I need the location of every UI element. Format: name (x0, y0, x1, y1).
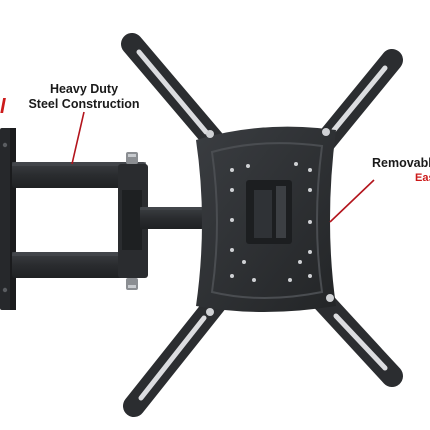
articulating-arm-upper (12, 162, 146, 188)
heavy-duty-line1: Heavy Duty (49, 82, 119, 96)
vesa-arm-slots (136, 49, 388, 401)
removable-line2: Eas (415, 172, 430, 184)
heavy-duty-callout: Heavy Duty Steel Construction (28, 82, 140, 112)
heavy-duty-line2: Steel Construction (28, 97, 140, 111)
articulating-arm-middle (140, 207, 220, 229)
leader-line-removable (329, 179, 375, 223)
articulating-arm-lower (12, 252, 146, 278)
wall-plate (0, 128, 16, 310)
edge-text-fragment: l (0, 96, 6, 118)
removable-callout: Removabl Eas (372, 156, 430, 185)
leader-line-heavy-duty (71, 111, 85, 165)
removable-line1: Removabl (372, 156, 430, 170)
tv-mounting-plate (196, 126, 336, 313)
arm-elbow-bracket (118, 152, 148, 290)
plate-holes (206, 128, 334, 316)
